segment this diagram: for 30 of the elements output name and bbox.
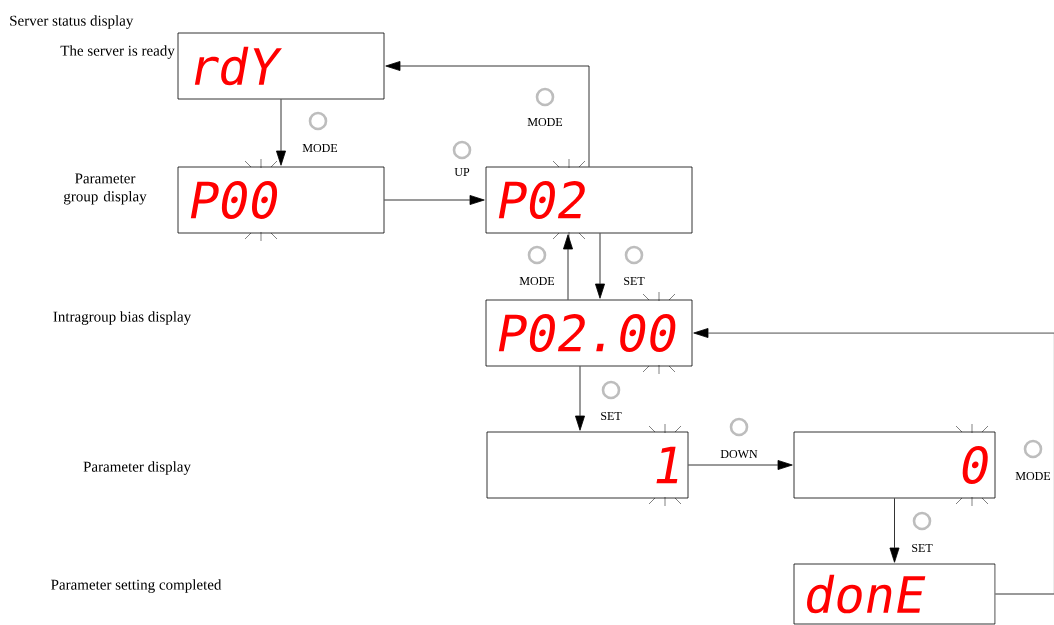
edge-label: SET [910,543,934,554]
row-label: Parameter setting completed [51,579,222,593]
arrow [595,233,605,299]
edge-label: MODE [1014,470,1052,482]
edge-label: SET [599,411,623,422]
description-text: Parameter group display [64,173,147,205]
arrow [563,234,573,300]
arrow [276,99,286,166]
edge-label: MODE [526,117,564,128]
description-text: The server is ready [60,45,175,59]
arrow [385,61,590,167]
display-box: donE [793,563,996,625]
row-label: Intragroup bias display [53,311,192,325]
display-box: P02 [485,166,693,234]
edge-label: MODE [301,142,339,154]
display-box: P02.00 [485,299,693,367]
row-label: Server status display [10,15,134,29]
arrow [384,195,485,205]
display-box: P00 [177,166,385,234]
arrow [688,460,793,470]
arrow [575,366,585,431]
edge-label: MODE [518,275,556,287]
row-label: Parameter display [83,461,191,475]
edge-label: DOWN [719,448,759,460]
edge-label: SET [622,275,646,287]
display-box: rdY [177,32,385,100]
arrow [889,498,900,563]
display-box: 0 [793,431,996,499]
display-box: 1 [486,431,689,499]
edge-label: UP [453,167,471,177]
